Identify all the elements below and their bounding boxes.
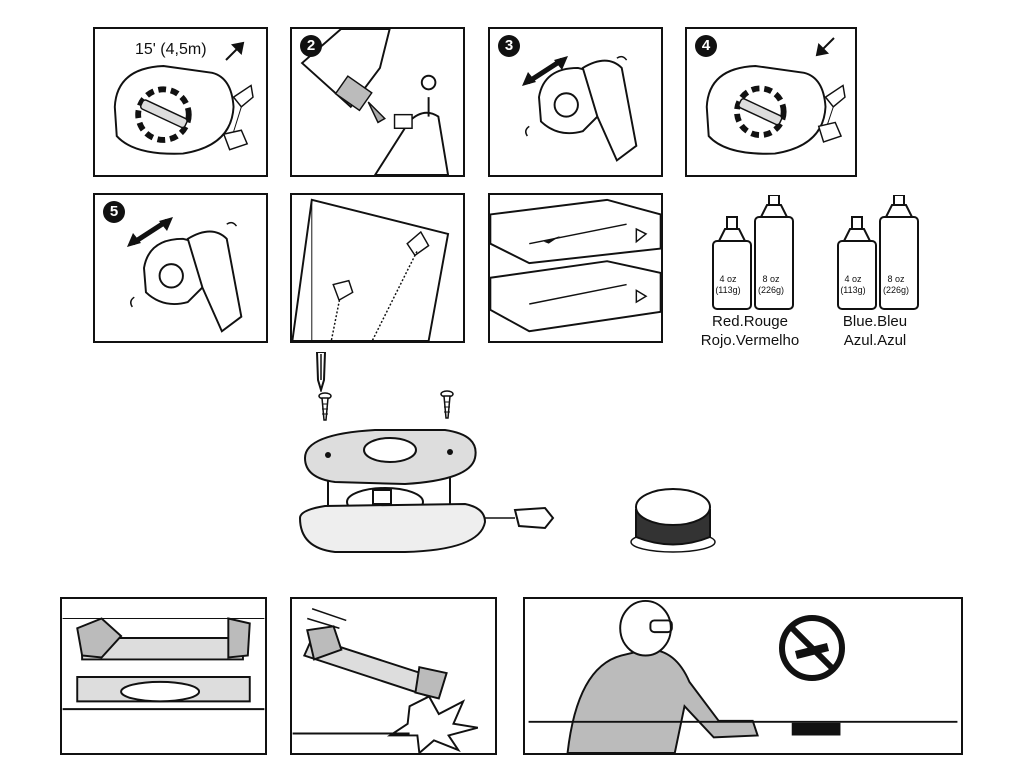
reel-length-label: 15' (4,5m) xyxy=(135,41,207,58)
snap-line-illustration xyxy=(490,198,661,333)
bottle-label-blue-large: 8 oz(226g) xyxy=(882,274,909,295)
chalk-reel-illustration xyxy=(113,65,254,155)
step-number-badge: 3 xyxy=(498,35,520,57)
panel-step-7-snap xyxy=(488,193,663,343)
arrow-icon xyxy=(815,37,835,57)
arrow-icon xyxy=(225,41,245,61)
step-number-badge: 4 xyxy=(695,35,717,57)
exploded-reel-assembly xyxy=(298,429,555,553)
reel-drop-impact-illustration xyxy=(292,608,479,753)
refill-bottles-blue xyxy=(837,195,919,310)
arrow-icon xyxy=(127,217,173,247)
panel-step-3-shake: 3 xyxy=(488,27,663,177)
screwdriver-icon xyxy=(315,352,327,392)
screw-icon xyxy=(318,392,332,421)
reel-opened-illustration xyxy=(62,617,265,711)
shaking-reel-illustration xyxy=(525,55,638,162)
step-number-badge: 2 xyxy=(300,35,322,57)
refill-bottles-red xyxy=(712,195,794,310)
panel-reel-dropped xyxy=(290,597,497,755)
panel-no-child-play xyxy=(523,597,963,755)
bottle-label-blue-small: 4 oz(113g) xyxy=(840,274,866,295)
prohibition-icon xyxy=(779,615,845,681)
panel-step-5-shake: 5 xyxy=(93,193,268,343)
shaking-reel-illustration xyxy=(130,221,243,333)
screw-icon xyxy=(440,390,454,419)
panel-step-6-hook xyxy=(290,193,465,343)
panel-step-2-fill: 2 xyxy=(290,27,465,177)
hook-on-board-illustration xyxy=(292,198,450,341)
reel-cover-cap xyxy=(630,488,716,553)
step-number-badge: 5 xyxy=(103,201,125,223)
bottle-label-red-small: 4 oz(113g) xyxy=(715,274,741,295)
bottle-label-red-large: 8 oz(226g) xyxy=(757,274,784,295)
panel-reel-open xyxy=(60,597,267,755)
reel-rewind-illustration xyxy=(705,65,846,155)
person-warning-illustration xyxy=(528,599,958,753)
arrow-icon xyxy=(522,56,568,86)
panel-step-1-reel: 15' (4,5m) xyxy=(93,27,268,177)
panel-step-4-rewind: 4 xyxy=(685,27,857,177)
chalk-bottle-filling-illustration xyxy=(300,29,450,175)
